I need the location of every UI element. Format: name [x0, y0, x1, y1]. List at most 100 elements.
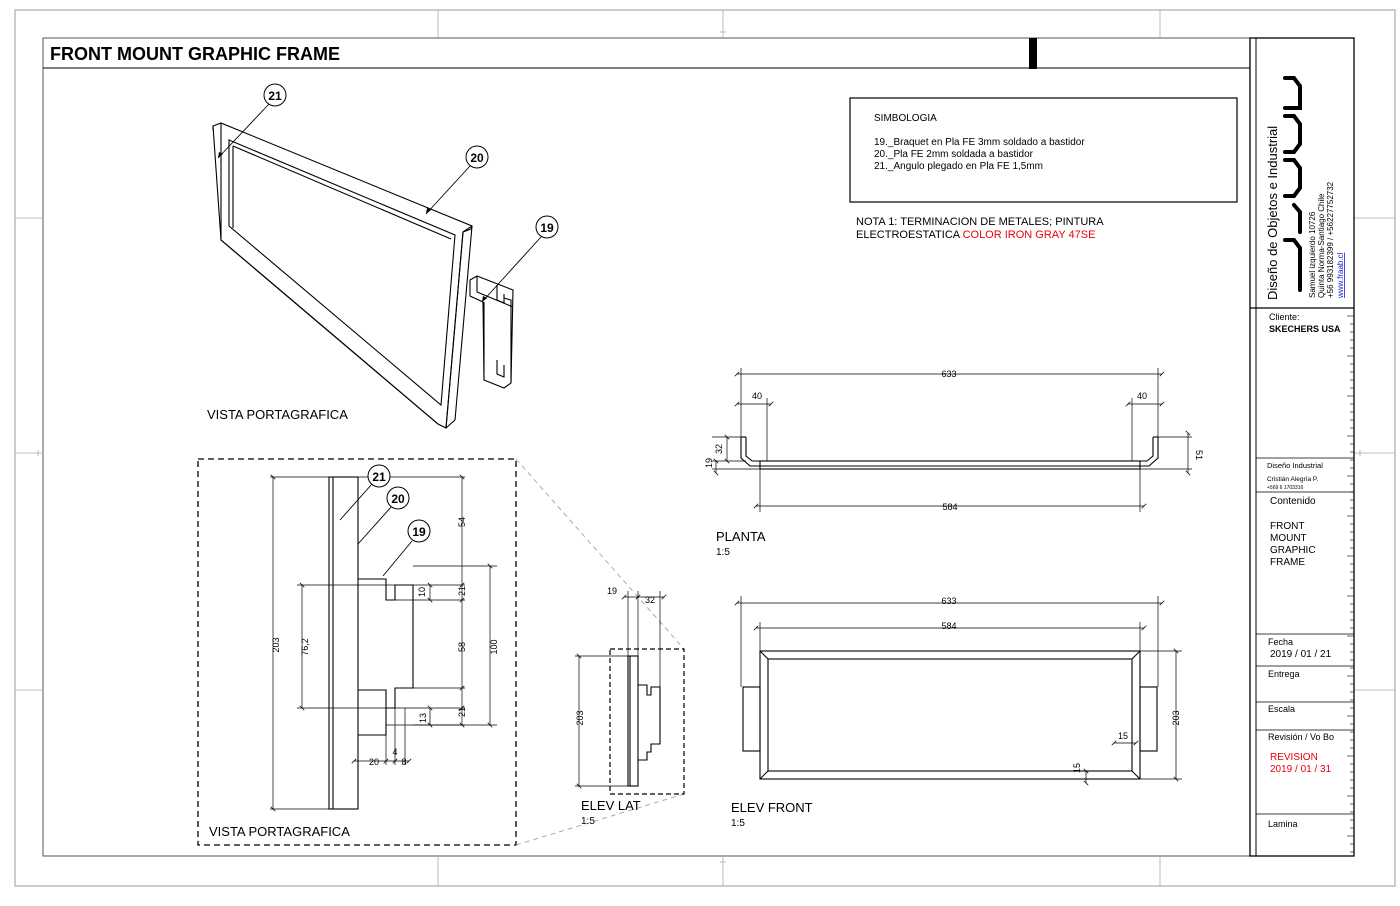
svg-text:20: 20: [470, 151, 484, 165]
svg-text:40: 40: [752, 391, 762, 401]
svg-text:32: 32: [714, 444, 724, 454]
elev-lat-frame: [609, 648, 685, 795]
svg-text:8: 8: [401, 757, 406, 767]
elev-front-scale: 1:5: [731, 818, 745, 829]
designer-phone: +569 6 1703316: [1267, 485, 1304, 491]
svg-text:10: 10: [417, 587, 427, 597]
svg-text:4: 4: [392, 747, 397, 757]
svg-text:54: 54: [457, 517, 467, 527]
entrega-label: Entrega: [1268, 669, 1300, 679]
lamina-label: Lamina: [1268, 819, 1298, 829]
page-title: FRONT MOUNT GRAPHIC FRAME: [50, 44, 340, 64]
cliente-value: SKECHERS USA: [1269, 324, 1341, 334]
svg-text:19: 19: [540, 221, 554, 235]
fecha-value: 2019 / 01 / 21: [1270, 649, 1332, 660]
svg-text:21: 21: [268, 89, 282, 103]
fraab-logo: [1283, 76, 1302, 292]
svg-text:51: 51: [1194, 450, 1204, 460]
outer-border: [14, 9, 1396, 887]
header-bar: [1029, 38, 1037, 69]
svg-text:20: 20: [369, 757, 379, 767]
elev-front-dim-labels: 633 584 203 15 15: [941, 596, 1181, 773]
detail-projection-lines: [515, 458, 685, 846]
svg-text:15: 15: [1072, 763, 1082, 773]
elev-lat-label: ELEV LAT: [581, 798, 641, 813]
elev-front-label: ELEV FRONT: [731, 800, 813, 815]
legend-item-21: 21._Angulo plegado en Pla FE 1,5mm: [874, 161, 1043, 172]
designer-label: Diseño Industrial: [1267, 461, 1323, 470]
svg-text:20: 20: [391, 492, 405, 506]
fecha-label: Fecha: [1268, 637, 1293, 647]
svg-text:100: 100: [489, 639, 499, 654]
svg-text:584: 584: [941, 621, 956, 631]
detail-dim-labels: 203 76,2 54 21 10 58 100 21 13 4 20 8: [271, 517, 499, 767]
svg-text:21: 21: [457, 586, 467, 596]
legend-item-19: 19._Braquet en Pla FE 3mm soldado a bast…: [874, 137, 1085, 148]
iso-view-label: VISTA PORTAGRAFICA: [207, 407, 348, 422]
legend-item-20: 20._Pla FE 2mm soldada a bastidor: [874, 149, 1034, 160]
legend-box: [849, 97, 1238, 203]
svg-text:203: 203: [1171, 710, 1181, 725]
cliente-label: Cliente:: [1269, 312, 1300, 322]
elev-lat-dims: [575, 591, 667, 789]
svg-text:19: 19: [607, 586, 617, 596]
company-name: Diseño de Objetos e Industrial: [1265, 126, 1280, 300]
elev-lat-dim-labels: 19 32 203: [575, 586, 655, 726]
svg-text:13: 13: [418, 713, 428, 723]
svg-text:15: 15: [1118, 731, 1128, 741]
svg-text:633: 633: [941, 369, 956, 379]
legend-heading: SIMBOLOGIA: [874, 113, 937, 124]
designer-name: Cristián Alegría P.: [1267, 476, 1318, 483]
svg-text:203: 203: [575, 710, 585, 725]
elev-front-dims: [734, 596, 1182, 786]
contenido-line-2: MOUNT: [1270, 533, 1307, 544]
svg-text:21: 21: [457, 707, 467, 717]
svg-text:633: 633: [941, 596, 956, 606]
title-block: [1249, 37, 1355, 857]
note-line-1: NOTA 1: TERMINACION DE METALES; PINTURA: [856, 216, 1104, 228]
svg-text:19: 19: [412, 525, 426, 539]
address-line-2: Quinta Norma-Santiago Chile: [1317, 193, 1326, 298]
iso-leaders: [217, 103, 542, 303]
elev-lat-profile: [627, 655, 661, 787]
svg-text:32: 32: [645, 595, 655, 605]
elev-lat-scale: 1:5: [581, 816, 595, 827]
registration-marks: [15, 10, 1395, 886]
callout-21-iso: 21: [263, 83, 287, 107]
svg-text:76,2: 76,2: [300, 638, 310, 656]
revision-label: Revisión / Vo Bo: [1268, 732, 1334, 742]
svg-text:584: 584: [942, 502, 957, 512]
detail-frame: [197, 458, 517, 846]
revision-value: REVISION: [1270, 752, 1318, 763]
elev-front-profile: [742, 650, 1158, 780]
svg-text:203: 203: [271, 637, 281, 652]
contenido-line-1: FRONT: [1270, 521, 1304, 532]
contenido-label: Contenido: [1270, 496, 1316, 507]
svg-text:58: 58: [457, 642, 467, 652]
website-link[interactable]: www.fraab.cl: [1336, 252, 1345, 299]
planta-label: PLANTA: [716, 529, 766, 544]
planta-scale: 1:5: [716, 547, 730, 558]
detail-leaders: [339, 483, 413, 577]
contenido-line-3: GRAPHIC: [1270, 545, 1316, 556]
planta-dim-labels: 633 40 40 32 19 51 584: [704, 369, 1204, 512]
svg-text:21: 21: [372, 470, 386, 484]
svg-text:40: 40: [1137, 391, 1147, 401]
callout-19-iso: 19: [535, 215, 559, 239]
callout-21-detail: 21: [367, 464, 391, 488]
note-line-2: ELECTROESTATICA COLOR IRON GRAY 47SE: [856, 229, 1095, 241]
callout-20-iso: 20: [465, 145, 489, 169]
iso-frame-view: [212, 122, 514, 429]
callout-19-detail: 19: [407, 519, 431, 543]
contenido-line-4: FRAME: [1270, 557, 1305, 568]
svg-text:19: 19: [704, 458, 714, 468]
phone: +56 993182399 / +56227752732: [1326, 181, 1335, 298]
detail-view-label: VISTA PORTAGRAFICA: [209, 824, 350, 839]
callout-20-detail: 20: [386, 486, 410, 510]
address-line-1: Samuel izquierdo 10726: [1308, 211, 1317, 298]
planta-dims: [712, 368, 1192, 512]
planta-profile: [740, 436, 1159, 470]
revision-date: 2019 / 01 / 31: [1270, 764, 1332, 775]
detail-profile: [328, 476, 414, 810]
